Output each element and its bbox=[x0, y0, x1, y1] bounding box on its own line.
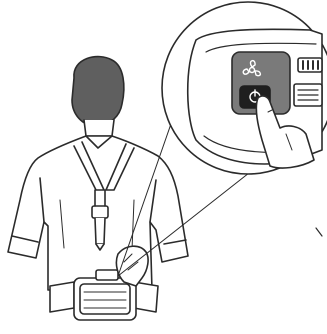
person-head bbox=[72, 57, 124, 136]
edge-mark bbox=[316, 228, 322, 236]
battery-icon bbox=[298, 58, 322, 72]
zoom-inset bbox=[162, 2, 327, 174]
display-icon bbox=[294, 84, 322, 106]
